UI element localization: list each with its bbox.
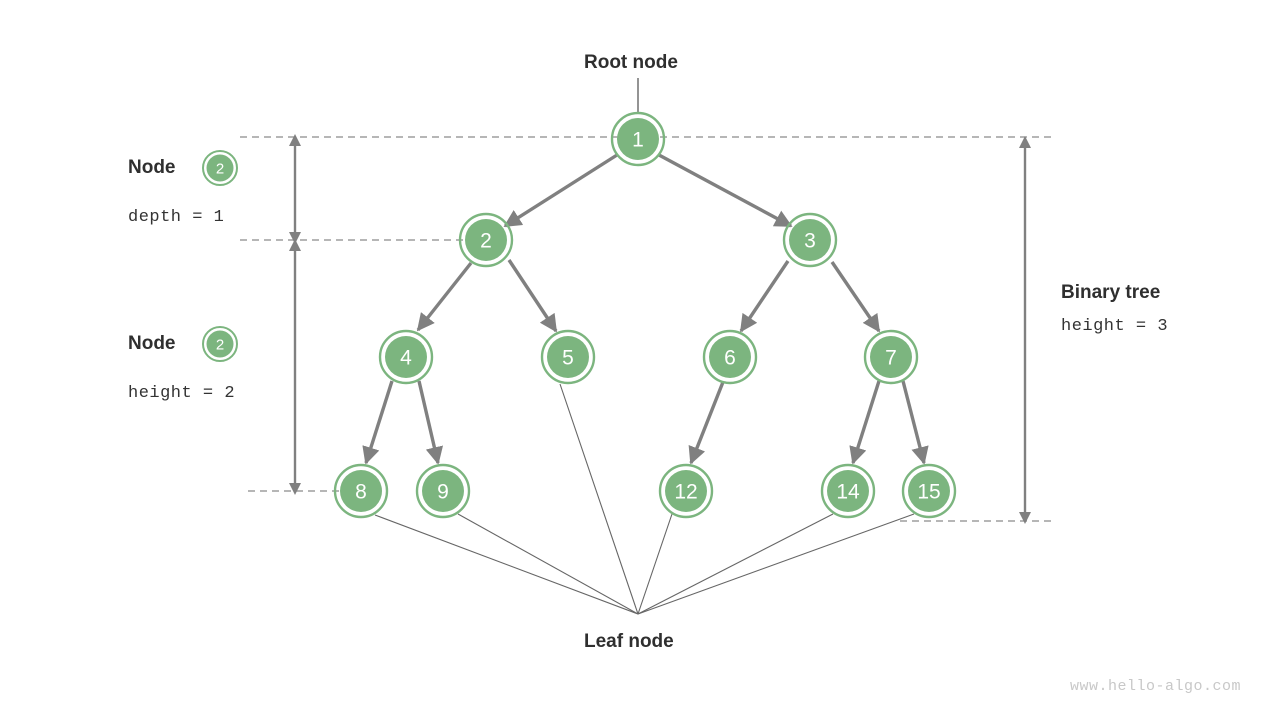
node-value: 14: [836, 481, 860, 504]
annotation-node-height-detail: height = 2: [128, 384, 236, 403]
tree-node-8[interactable]: 8: [333, 463, 389, 519]
tree-edges: [362, 153, 929, 465]
edge-2-4: [416, 261, 473, 332]
edge-4-9: [417, 380, 444, 465]
edge-7-14: [849, 380, 881, 465]
watermark: www.hello-algo.com: [1070, 678, 1242, 695]
tree-nodes: 1 2 3 4 5: [333, 111, 957, 519]
node-outer-ring: [378, 329, 434, 385]
leaf-node-label: Leaf node: [584, 631, 674, 652]
leaf-pointer-lines: [374, 383, 915, 615]
node-value: 4: [400, 347, 412, 370]
tree-node-2[interactable]: 2: [458, 212, 514, 268]
node-value: 5: [562, 347, 574, 370]
node-body: [422, 470, 464, 512]
node-value: 6: [724, 347, 736, 370]
edge-2-5: [507, 259, 558, 333]
tree-node-14[interactable]: 14: [820, 463, 876, 519]
node-body: [870, 336, 912, 378]
node-body: [789, 219, 831, 261]
tree-node-9[interactable]: 9: [415, 463, 471, 519]
badge-node-height: 2: [202, 326, 238, 362]
node-outer-ring: [415, 463, 471, 519]
edge-4-8: [362, 380, 394, 465]
node-outer-ring: [782, 212, 838, 268]
dashed-guides: [240, 136, 1055, 522]
node-outer-ring: [458, 212, 514, 268]
node-body: [709, 336, 751, 378]
leaf-line-14: [637, 513, 834, 615]
dimension-arrows: [289, 134, 1031, 524]
leaf-line-9: [457, 513, 639, 615]
node-outer-ring: [863, 329, 919, 385]
node-value: 12: [674, 481, 697, 504]
node-value: 9: [437, 481, 449, 504]
badge-outer-ring: [202, 326, 238, 362]
node-body: [547, 336, 589, 378]
tree-node-15[interactable]: 15: [901, 463, 957, 519]
node-value: 3: [804, 230, 816, 253]
tree-node-4[interactable]: 4: [378, 329, 434, 385]
edge-1-2: [503, 153, 618, 228]
leaf-line-12: [637, 513, 673, 615]
node-value: 2: [480, 230, 492, 253]
node-value: 7: [885, 347, 897, 370]
node-outer-ring: [658, 463, 714, 519]
node-outer-ring: [610, 111, 666, 167]
leaf-line-8: [374, 514, 639, 615]
node-outer-ring: [901, 463, 957, 519]
node-body: [665, 470, 707, 512]
node-body: [827, 470, 869, 512]
tree-node-7[interactable]: 7: [863, 329, 919, 385]
edge-3-7: [830, 261, 881, 333]
tree-node-1[interactable]: 1: [610, 111, 666, 167]
badge-body: [206, 154, 234, 182]
node-value: 15: [917, 481, 940, 504]
edge-3-6: [739, 260, 790, 333]
badge-value: 2: [216, 161, 224, 178]
tree-node-3[interactable]: 3: [782, 212, 838, 268]
annotation-badges: 2 2: [202, 150, 238, 362]
badge-body: [206, 330, 234, 358]
annotation-node-depth-title: Node: [128, 157, 176, 178]
annotation-node-depth-detail: depth = 1: [128, 208, 225, 227]
tree-node-6[interactable]: 6: [702, 329, 758, 385]
node-body: [465, 219, 507, 261]
leaf-line-5: [559, 383, 639, 615]
node-value: 1: [632, 129, 644, 152]
node-body: [617, 118, 659, 160]
annotation-tree-height-title: Binary tree: [1061, 282, 1161, 303]
tree-node-12[interactable]: 12: [658, 463, 714, 519]
badge-node-depth: 2: [202, 150, 238, 186]
node-body: [908, 470, 950, 512]
badge-value: 2: [216, 337, 224, 354]
edge-6-12: [688, 381, 725, 465]
root-node-label: Root node: [584, 52, 678, 73]
annotation-node-height-title: Node: [128, 333, 176, 354]
badge-outer-ring: [202, 150, 238, 186]
node-outer-ring: [333, 463, 389, 519]
node-body: [340, 470, 382, 512]
annotation-tree-height-detail: height = 3: [1061, 317, 1169, 336]
node-value: 8: [355, 481, 367, 504]
node-body: [385, 336, 427, 378]
node-outer-ring: [702, 329, 758, 385]
node-outer-ring: [820, 463, 876, 519]
leaf-line-15: [637, 513, 915, 615]
tree-node-5[interactable]: 5: [540, 329, 596, 385]
edge-7-15: [901, 380, 929, 465]
edge-1-3: [658, 153, 793, 228]
node-outer-ring: [540, 329, 596, 385]
